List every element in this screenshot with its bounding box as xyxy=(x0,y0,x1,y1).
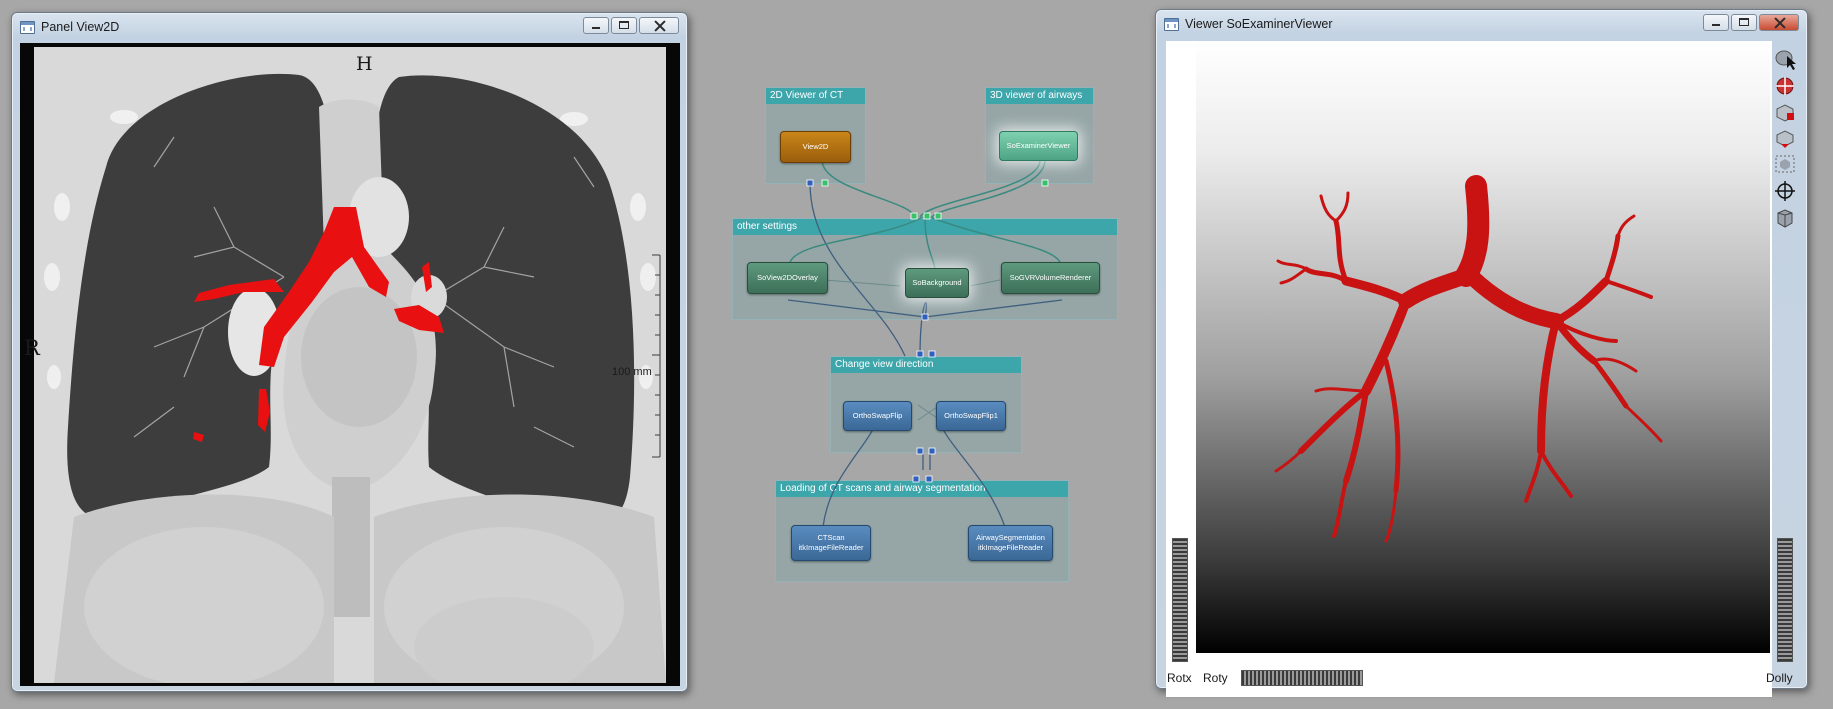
group-label: 3D viewer of airways xyxy=(986,88,1093,104)
group-label: 2D Viewer of CT xyxy=(766,88,865,104)
ct-image xyxy=(44,73,666,686)
panel-view2d-window: Panel View2D xyxy=(11,12,688,692)
module-label: AirwaySegmentation xyxy=(976,533,1045,542)
view-all-icon[interactable] xyxy=(1772,74,1798,98)
module-label: SoView2DOverlay xyxy=(757,273,818,282)
group-label: Loading of CT scans and airway segmentat… xyxy=(776,481,1068,497)
module-orthoswapflip[interactable]: OrthoSwapFlip xyxy=(843,401,912,431)
examiner-viewer-window: Viewer SoExaminerViewer xyxy=(1155,9,1808,697)
group-label: other settings xyxy=(733,219,1117,235)
orientation-label-top: H xyxy=(356,53,373,75)
set-home-icon[interactable] xyxy=(1772,152,1798,176)
scale-label: 100 mm xyxy=(612,366,652,378)
minimize-icon[interactable] xyxy=(583,17,609,34)
dolly-label: Dolly xyxy=(1766,671,1793,685)
airway-segmentation-overlay xyxy=(193,207,444,442)
module-label: View2D xyxy=(802,142,829,151)
dolly-wheel[interactable] xyxy=(1777,538,1793,662)
scale-bar xyxy=(652,254,661,458)
maximize-icon[interactable] xyxy=(611,17,637,34)
crosshair-icon[interactable] xyxy=(1772,179,1798,203)
window-app-icon xyxy=(1164,18,1179,31)
home-icon[interactable] xyxy=(1772,126,1798,150)
window-title: Viewer SoExaminerViewer xyxy=(1185,17,1333,31)
pick-arrow-icon[interactable] xyxy=(1772,47,1798,71)
module-airwaysegmentation-reader[interactable]: AirwaySegmentation itkImageFileReader xyxy=(968,525,1053,561)
seek-icon[interactable] xyxy=(1772,100,1798,124)
close-icon[interactable] xyxy=(639,17,679,34)
module-label: CTScan xyxy=(817,533,845,542)
close-icon[interactable] xyxy=(1759,14,1799,31)
rotx-label: Rotx xyxy=(1167,671,1192,685)
module-label: OrthoSwapFlip1 xyxy=(944,411,998,420)
module-sublabel: itkImageFileReader xyxy=(977,543,1044,552)
viewer-3d-panel: Rotx Roty Dolly xyxy=(1166,41,1796,697)
rotx-wheel[interactable] xyxy=(1172,538,1188,662)
ct-2d-view[interactable]: H R 100 mm xyxy=(20,43,680,686)
module-soview2doverlay[interactable]: SoView2DOverlay xyxy=(747,262,828,294)
ct-coronal-slice xyxy=(34,47,666,686)
module-ctscan-reader[interactable]: CTScan itkImageFileReader xyxy=(791,525,871,561)
3d-render-area[interactable] xyxy=(1196,41,1770,653)
module-label: SoGVRVolumeRenderer xyxy=(1009,273,1092,282)
title-bar[interactable]: Viewer SoExaminerViewer xyxy=(1156,10,1807,40)
module-sublabel: itkImageFileReader xyxy=(798,543,864,552)
window-title: Panel View2D xyxy=(41,20,120,34)
projection-icon[interactable] xyxy=(1772,206,1798,230)
airway-tree-render xyxy=(1274,175,1663,543)
title-bar[interactable]: Panel View2D xyxy=(12,13,687,43)
module-sobackground[interactable]: SoBackground xyxy=(905,268,969,298)
window-app-icon xyxy=(20,21,35,34)
orientation-label-left: R xyxy=(24,336,40,360)
roty-label: Roty xyxy=(1203,671,1228,685)
module-label: OrthoSwapFlip xyxy=(852,411,903,420)
maximize-icon[interactable] xyxy=(1731,14,1757,31)
group-label: Change view direction xyxy=(831,357,1021,373)
module-label: SoExaminerViewer xyxy=(1006,141,1071,150)
module-orthoswapflip1[interactable]: OrthoSwapFlip1 xyxy=(936,401,1006,431)
module-label: SoBackground xyxy=(912,278,962,287)
module-sogvrvolumerenderer[interactable]: SoGVRVolumeRenderer xyxy=(1001,262,1100,294)
minimize-icon[interactable] xyxy=(1703,14,1729,31)
module-soexaminerviewer[interactable]: SoExaminerViewer xyxy=(999,131,1078,161)
module-view2d[interactable]: View2D xyxy=(780,131,851,163)
roty-wheel[interactable] xyxy=(1241,670,1363,686)
